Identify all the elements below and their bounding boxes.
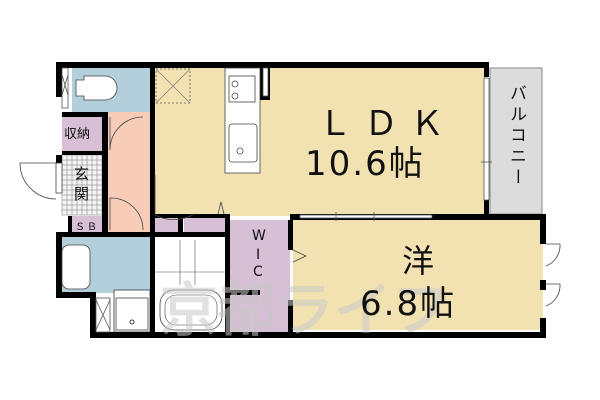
kitchen <box>224 67 261 174</box>
ldk-area <box>155 68 487 216</box>
western-room-area <box>293 220 543 330</box>
bathtub <box>159 289 223 331</box>
ldk-size-label: 10.6帖 <box>305 144 425 184</box>
wic-label-i: I <box>256 247 261 263</box>
wic-area <box>230 220 290 332</box>
western-room-label: 洋 <box>402 242 435 280</box>
windows <box>61 67 492 333</box>
shoe-box-area <box>72 216 102 232</box>
wic-label-c: C <box>253 264 263 280</box>
storage-area <box>62 117 102 151</box>
doors <box>19 116 561 307</box>
entrance-label-2: 関 <box>74 185 90 203</box>
washing-machine <box>115 297 149 331</box>
balcony-area <box>489 67 543 215</box>
wic-label-w: W <box>252 228 266 244</box>
hallway-area <box>108 112 150 232</box>
shelf-area-2 <box>184 218 226 232</box>
shelf-area-1 <box>155 218 180 232</box>
toilet-fixture <box>75 75 118 101</box>
watermark: 京都ライフ <box>160 276 450 344</box>
shoe-box-label: ＳＢ <box>75 222 99 233</box>
shower-area <box>155 240 225 285</box>
entrance-tiles <box>61 154 103 216</box>
refrigerator-space <box>155 68 191 104</box>
ldk-label: ＬＤＫ <box>318 104 456 144</box>
storage-label: 収納 <box>64 127 91 142</box>
balcony-label: バルコニー <box>506 84 526 189</box>
western-room-size-label: 6.8帖 <box>360 284 457 324</box>
entrance-label-1: 玄 <box>74 165 90 183</box>
washbasin <box>61 244 91 290</box>
